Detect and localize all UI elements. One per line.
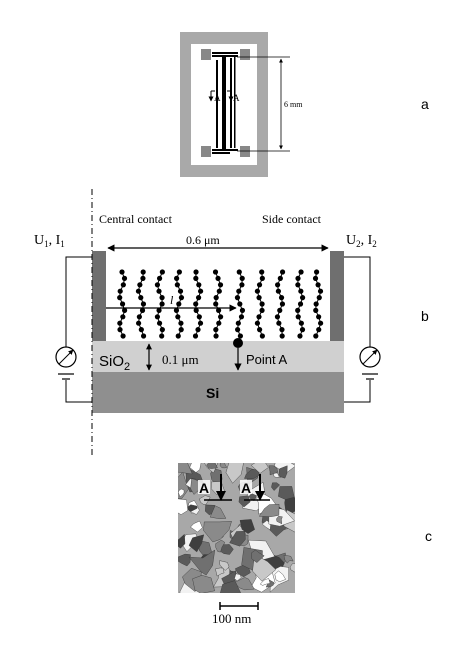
point-a-label: Point A — [246, 352, 288, 367]
side-contact — [330, 251, 344, 341]
point-a-dot — [233, 338, 243, 348]
nanoparticle-chain — [254, 269, 265, 339]
si-label: Si — [206, 385, 219, 401]
width-label: 0.6 μm — [186, 233, 220, 247]
nanoparticle-chain — [135, 269, 147, 339]
thickness-label: 0.1 μm — [162, 352, 199, 367]
l-label: l — [170, 293, 174, 307]
central-contact — [92, 251, 106, 341]
marker-c-right-bg — [240, 480, 252, 494]
left-circuit-wire — [65, 256, 92, 403]
u1-i1-label: U1, I1 — [34, 233, 65, 249]
panel-c: A A 100 nm c — [178, 463, 432, 626]
panel-a: A A 6 mm a — [180, 32, 429, 177]
nanoparticle-chains — [117, 269, 324, 339]
right-circuit-wire — [344, 256, 371, 403]
central-contact-label: Central contact — [99, 212, 173, 226]
sio2-label: SiO2 — [99, 353, 130, 373]
micrograph — [178, 463, 295, 593]
panel-c-label: c — [425, 528, 432, 544]
nanoparticle-chain — [295, 269, 306, 339]
left-meter-arrow — [58, 349, 74, 365]
si-substrate — [92, 372, 344, 413]
nanoparticle-chain — [192, 269, 204, 339]
side-strip-right — [230, 58, 232, 148]
marker-a-left: A — [214, 93, 221, 103]
nanoparticle-chain — [173, 269, 185, 339]
right-meter-arrow — [362, 349, 378, 365]
nanoparticle-chain — [154, 269, 165, 339]
marker-a-right: A — [233, 93, 240, 103]
marker-c-left-bg — [198, 480, 210, 494]
central-strip — [222, 55, 226, 150]
pad-bottom-left — [201, 146, 211, 157]
panel-b: 0.6 μm Central contact Side contact l Po… — [34, 189, 429, 455]
dimension-label: 6 mm — [284, 100, 303, 109]
side-strip-right-2 — [234, 56, 236, 148]
pad-bottom-right — [240, 146, 250, 157]
pad-top-right — [240, 49, 250, 60]
marker-c-right: A — [241, 480, 251, 496]
nanoparticle-chain — [274, 269, 286, 339]
nanoparticle-chain — [212, 269, 224, 339]
u2-i2-label: U2, I2 — [346, 233, 377, 249]
nanoparticle-chain — [312, 269, 324, 339]
sio2-layer — [92, 341, 344, 372]
side-contact-label: Side contact — [262, 212, 322, 226]
panel-b-label: b — [421, 308, 429, 324]
panel-a-label: a — [421, 96, 429, 112]
scale-label: 100 nm — [212, 611, 251, 626]
nanoparticle-chain — [117, 269, 128, 339]
marker-c-left: A — [199, 480, 209, 496]
nanoparticle-chain — [234, 269, 246, 339]
pad-top-left — [201, 49, 211, 60]
side-strip-left — [216, 60, 218, 148]
